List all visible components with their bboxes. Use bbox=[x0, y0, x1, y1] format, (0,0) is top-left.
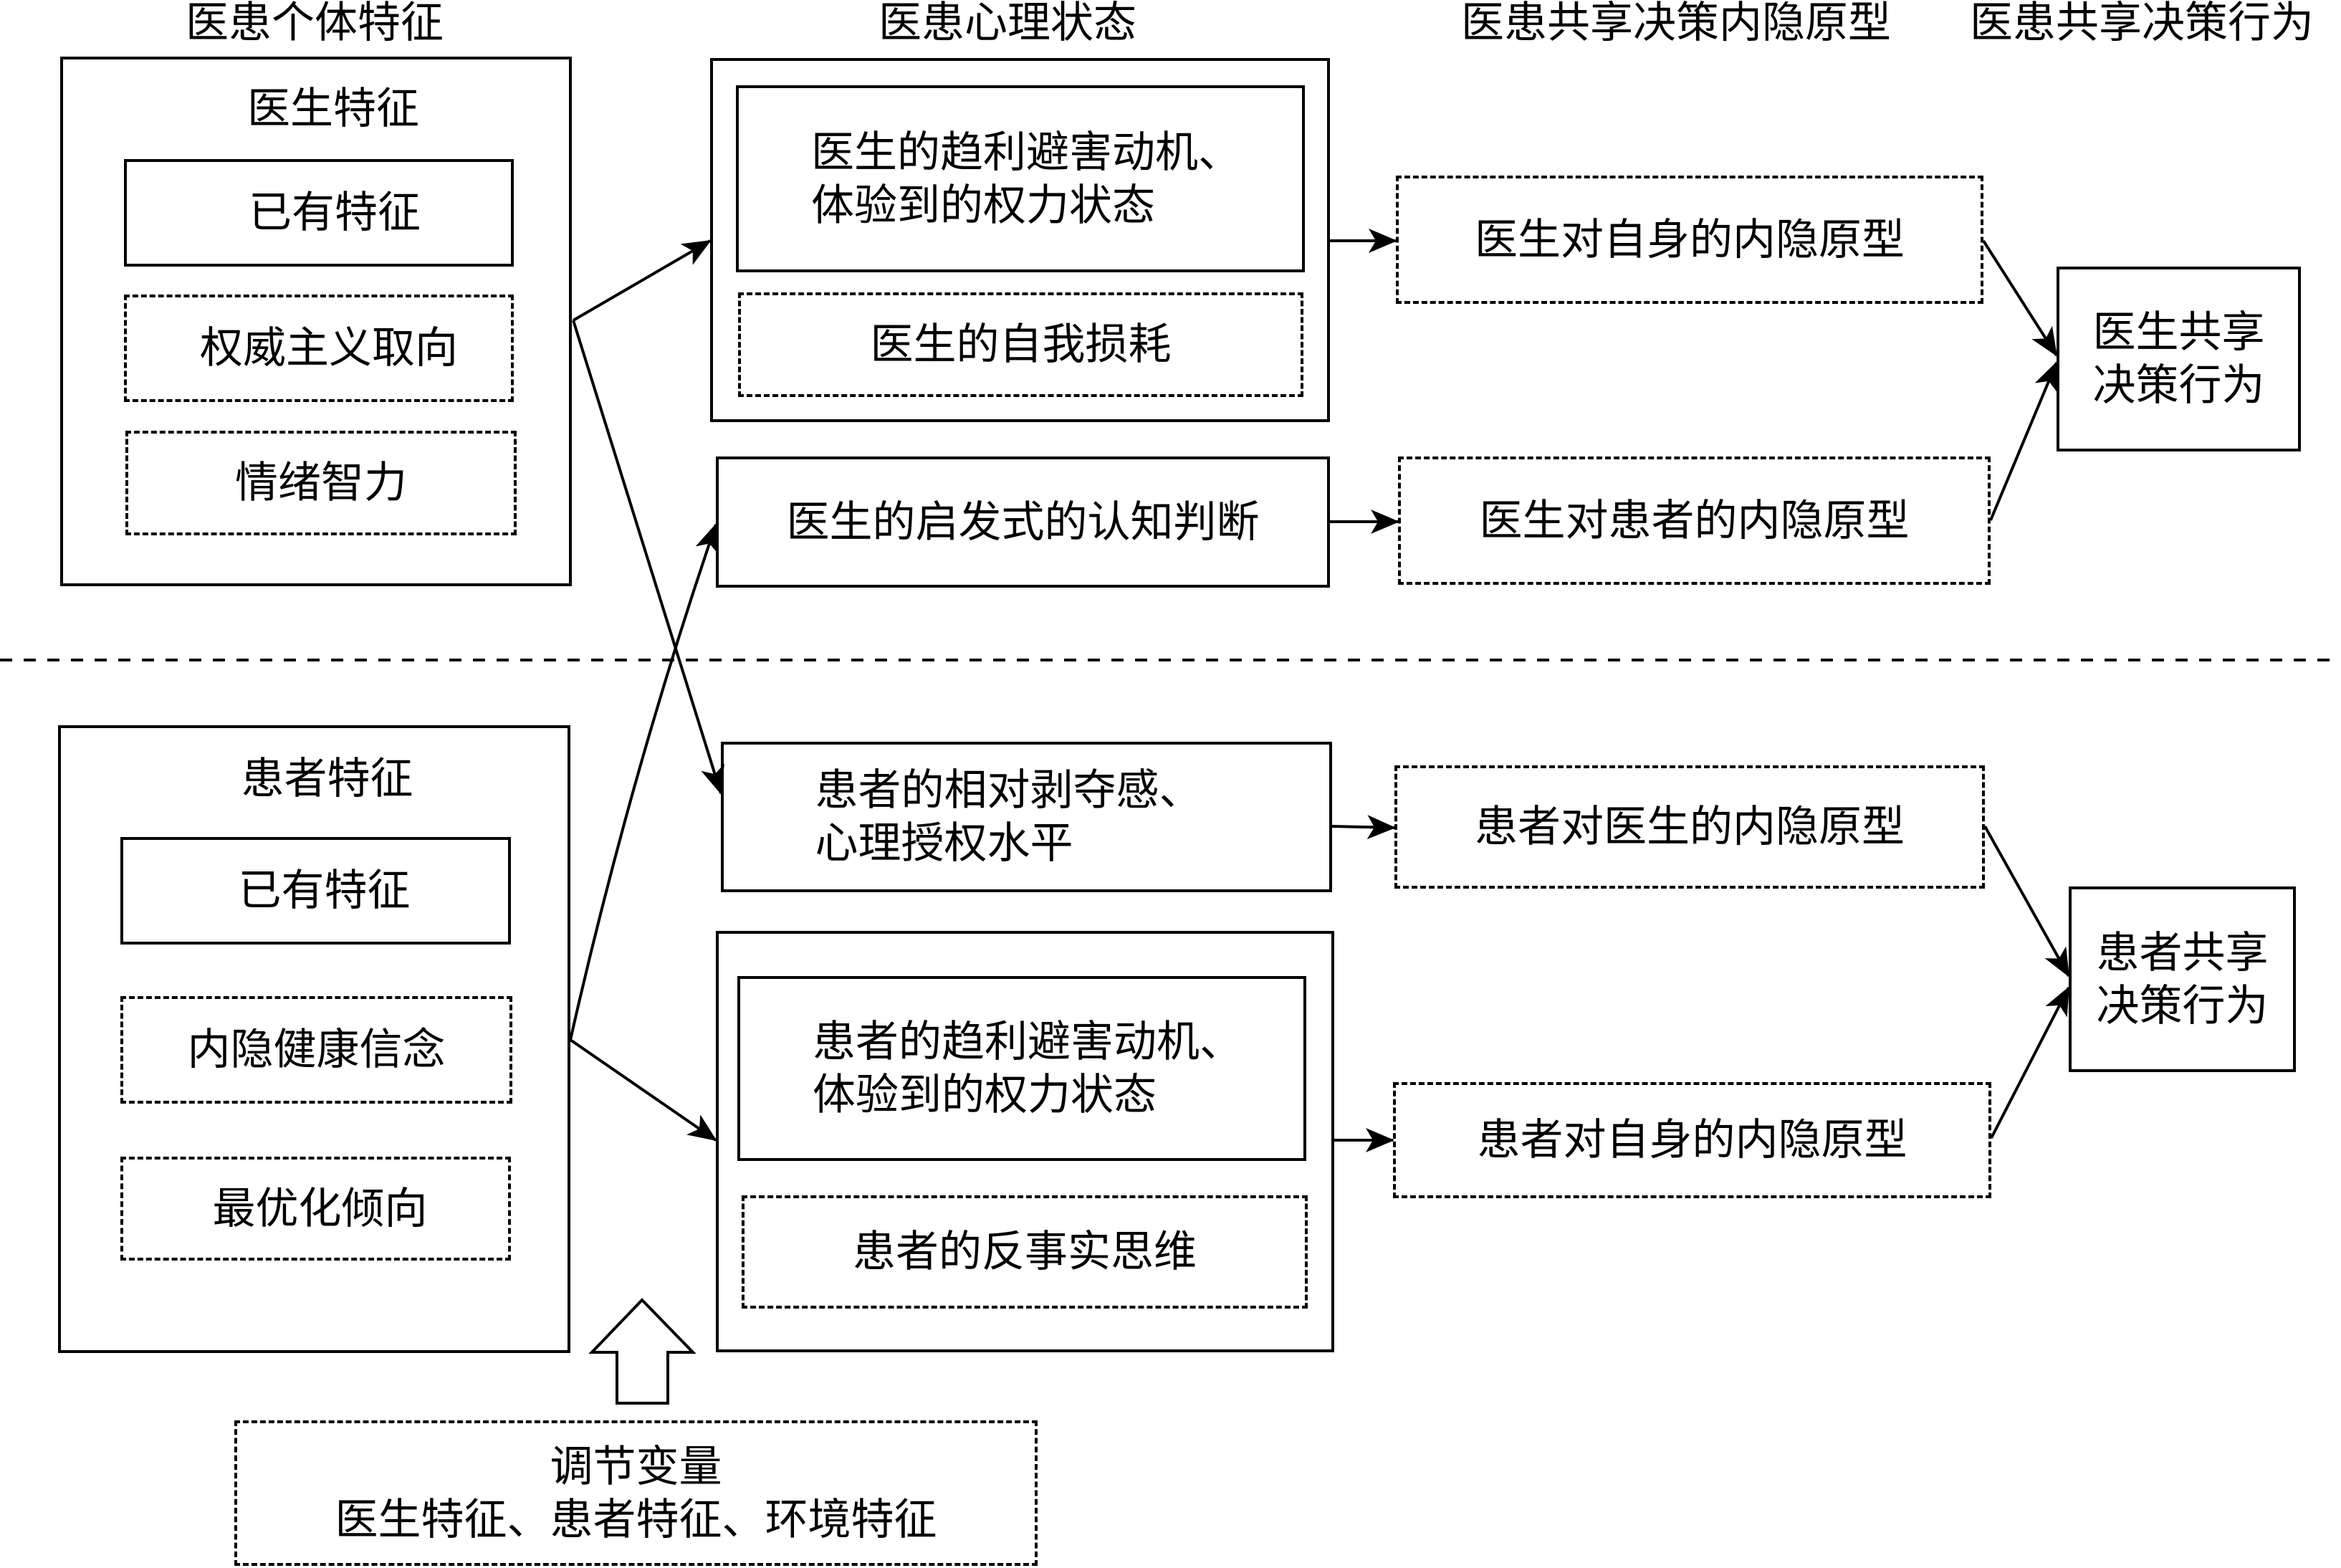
doctor-emotional-intelligence-box: 情绪智力 bbox=[125, 431, 517, 535]
doctor-heuristic-box: 医生的启发式的认知判断 bbox=[716, 456, 1330, 588]
doctor-psych-box: 医生的趋利避害动机、 体验到的权力状态 医生的自我损耗 bbox=[710, 58, 1330, 422]
doctor-existing-traits-label: 已有特征 bbox=[249, 188, 421, 238]
doctor-existing-traits-box: 已有特征 bbox=[124, 159, 514, 267]
doctor-motivation-line2: 体验到的权力状态 bbox=[811, 180, 1155, 231]
doctor-motivation-line1: 医生的趋利避害动机、 bbox=[811, 127, 1241, 178]
patient-deprivation-line2: 心理授权水平 bbox=[815, 818, 1073, 869]
patient-maximizing-tendency-label: 最优化倾向 bbox=[212, 1183, 428, 1234]
header-psychological-states: 医患心理状态 bbox=[879, 0, 1136, 48]
patient-motivation-line2: 体验到的权力状态 bbox=[813, 1070, 1157, 1120]
doctor-behavior-line1: 医生共享 bbox=[2092, 307, 2265, 358]
patient-prototype-doctor-label: 患者对医生的内隐原型 bbox=[1475, 802, 1905, 852]
patient-behavior-line2: 决策行为 bbox=[2096, 980, 2269, 1031]
doctor-heuristic-label: 医生的启发式的认知判断 bbox=[786, 497, 1260, 548]
patient-deprivation-box: 患者的相对剥夺感、 心理授权水平 bbox=[721, 742, 1332, 892]
patient-implicit-health-beliefs-box: 内隐健康信念 bbox=[120, 996, 512, 1104]
doctor-emotional-intelligence-label: 情绪智力 bbox=[235, 458, 407, 508]
patient-motivation-line1: 患者的趋利避害动机、 bbox=[813, 1017, 1243, 1067]
patient-prototype-self-box: 患者对自身的内隐原型 bbox=[1393, 1082, 1991, 1198]
patient-behavior-text: 患者共享 决策行为 bbox=[2097, 927, 2269, 1033]
moderator-title: 调节变量 bbox=[550, 1441, 722, 1492]
arrow-patient-prototype-doctor-to-behavior bbox=[1983, 826, 2070, 977]
patient-behavior-line1: 患者共享 bbox=[2096, 927, 2269, 978]
patient-prototype-self-label: 患者对自身的内隐原型 bbox=[1477, 1115, 1907, 1165]
patient-traits-title: 患者特征 bbox=[241, 754, 413, 804]
patient-psych-box: 患者的趋利避害动机、 体验到的权力状态 患者的反事实思维 bbox=[716, 931, 1334, 1352]
patient-existing-traits-box: 已有特征 bbox=[120, 837, 511, 945]
arrow-doctor-prototype-self-to-behavior bbox=[1982, 239, 2058, 357]
doctor-behavior-line2: 决策行为 bbox=[2092, 360, 2265, 411]
moderator-box: 调节变量 医生特征、患者特征、环境特征 bbox=[234, 1420, 1038, 1566]
doctor-behavior-box: 医生共享 决策行为 bbox=[2057, 267, 2301, 451]
arrow-doctor-traits-to-psych bbox=[572, 239, 712, 322]
doctor-prototype-patient-label: 医生对患者的内隐原型 bbox=[1479, 495, 1910, 546]
moderator-hollow-up-arrow-icon bbox=[588, 1298, 696, 1405]
doctor-authoritarianism-box: 权威主义取向 bbox=[124, 295, 514, 402]
patient-maximizing-tendency-box: 最优化倾向 bbox=[120, 1157, 511, 1261]
patient-counterfactual-box: 患者的反事实思维 bbox=[742, 1195, 1308, 1309]
patient-behavior-box: 患者共享 决策行为 bbox=[2069, 886, 2296, 1072]
patient-existing-traits-label: 已有特征 bbox=[238, 866, 411, 916]
patient-deprivation-text: 患者的相对剥夺感、 心理授权水平 bbox=[815, 764, 1238, 870]
doctor-traits-box: 医生特征 已有特征 权威主义取向 情绪智力 bbox=[60, 57, 572, 586]
doctor-ego-depletion-box: 医生的自我损耗 bbox=[738, 292, 1303, 397]
patient-deprivation-line1: 患者的相对剥夺感、 bbox=[815, 765, 1202, 816]
patient-implicit-health-beliefs-label: 内隐健康信念 bbox=[187, 1025, 446, 1075]
doctor-traits-title: 医生特征 bbox=[247, 84, 419, 134]
moderator-text: 调节变量 医生特征、患者特征、环境特征 bbox=[335, 1440, 937, 1547]
doctor-behavior-text: 医生共享 决策行为 bbox=[2093, 306, 2265, 412]
moderator-items: 医生特征、患者特征、环境特征 bbox=[335, 1494, 937, 1545]
doctor-prototype-patient-box: 医生对患者的内隐原型 bbox=[1398, 456, 1991, 585]
doctor-authoritarianism-label: 权威主义取向 bbox=[200, 323, 458, 373]
header-implicit-prototypes: 医患共享决策内隐原型 bbox=[1461, 0, 1891, 48]
arrow-patient-deprivation-to-prototype-doctor bbox=[1331, 815, 1396, 840]
header-sdm-behavior: 医患共享决策行为 bbox=[1970, 0, 2314, 48]
arrow-patient-prototype-self-to-behavior bbox=[1990, 986, 2070, 1139]
arrow-patient-traits-to-doctor-heuristic bbox=[569, 523, 719, 1041]
patient-traits-box: 患者特征 已有特征 内隐健康信念 最优化倾向 bbox=[58, 725, 570, 1353]
patient-counterfactual-label: 患者的反事实思维 bbox=[853, 1227, 1197, 1277]
patient-prototype-doctor-box: 患者对医生的内隐原型 bbox=[1394, 765, 1985, 889]
doctor-motivation-text: 医生的趋利避害动机、 体验到的权力状态 bbox=[800, 126, 1241, 232]
header-individual-traits: 医患个体特征 bbox=[186, 0, 444, 48]
arrow-patient-traits-to-psych bbox=[569, 1038, 717, 1142]
doctor-motivation-box: 医生的趋利避害动机、 体验到的权力状态 bbox=[736, 85, 1305, 272]
doctor-ego-depletion-label: 医生的自我损耗 bbox=[870, 320, 1172, 370]
arrow-doctor-prototype-patient-to-behavior bbox=[1989, 361, 2058, 521]
doctor-prototype-self-label: 医生对自身的内隐原型 bbox=[1475, 214, 1905, 265]
arrow-doctor-traits-to-patient-deprivation bbox=[572, 320, 724, 795]
doctor-prototype-self-box: 医生对自身的内隐原型 bbox=[1396, 176, 1983, 304]
patient-motivation-text: 患者的趋利避害动机、 体验到的权力状态 bbox=[801, 1015, 1243, 1122]
patient-motivation-box: 患者的趋利避害动机、 体验到的权力状态 bbox=[737, 976, 1306, 1161]
